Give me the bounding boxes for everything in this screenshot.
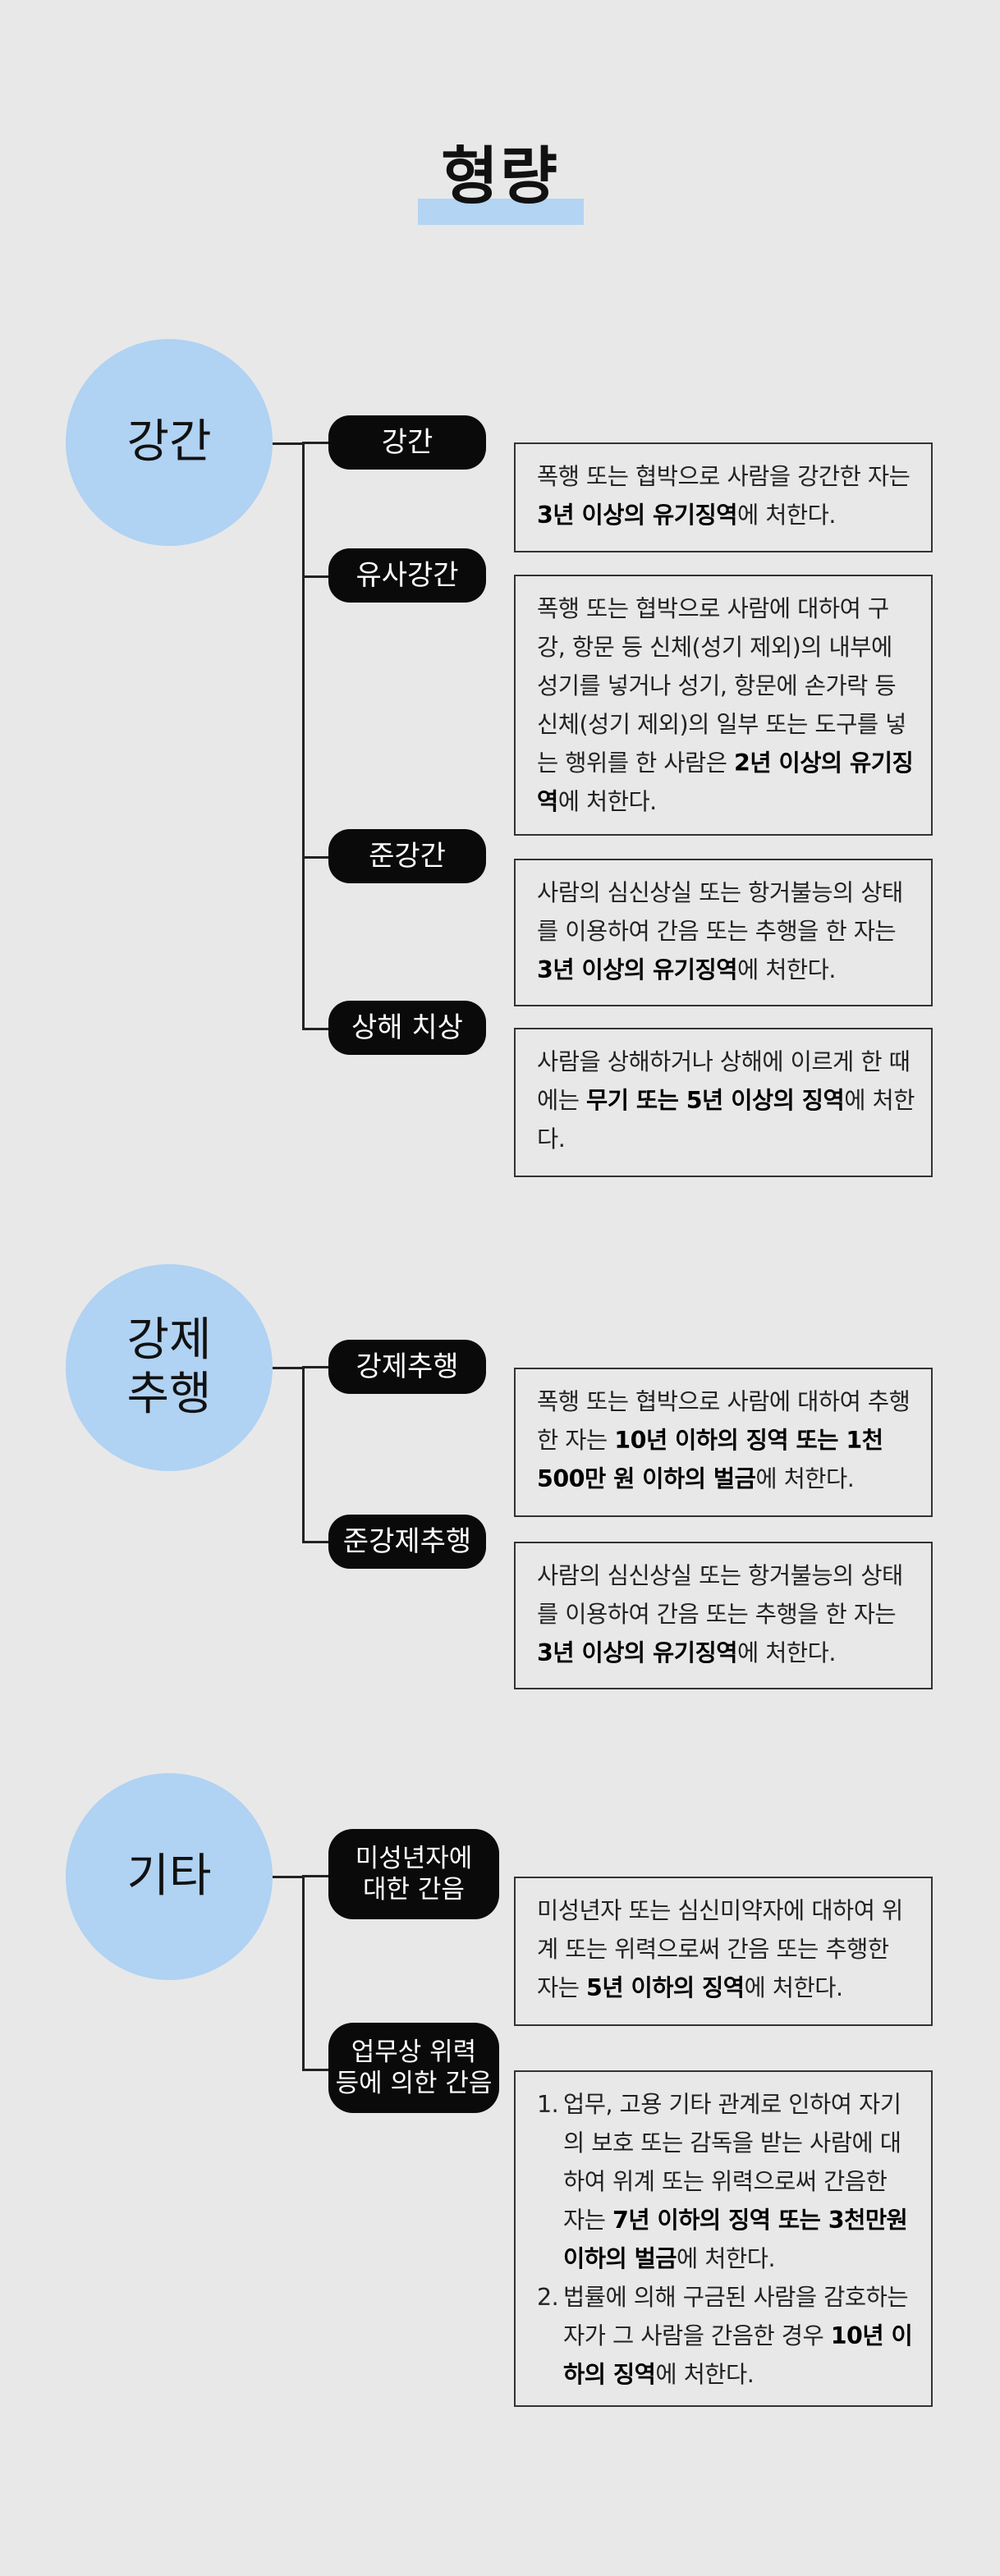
penalty-text: 사람을 상해하거나 상해에 이르게 한 때에는 xyxy=(537,1048,911,1114)
connector xyxy=(302,1876,305,2071)
connector xyxy=(273,1876,304,1878)
offense-pill: 상해 치상 xyxy=(328,1001,486,1055)
connector xyxy=(302,442,305,1029)
penalty-text: 에 처한다. xyxy=(677,2245,776,2272)
connector xyxy=(302,1366,330,1368)
penalty-emphasis: 3년 이상의 유기징역 xyxy=(537,1639,737,1666)
offense-pill: 업무상 위력 등에 의한 간음 xyxy=(328,2023,499,2113)
category-label: 강간 xyxy=(126,415,212,469)
list-body: 법률에 의해 구금된 사람을 감호하는 자가 그 사람을 간음한 경우 10년 … xyxy=(563,2278,915,2394)
category-circle-indecent-assault: 강제 추행 xyxy=(66,1264,273,1471)
title-highlight xyxy=(418,199,584,225)
penalty-text: 에 처한다. xyxy=(755,1465,855,1492)
connector xyxy=(302,1875,330,1877)
penalty-emphasis: 3년 이상의 유기징역 xyxy=(537,956,737,983)
penalty-box: 폭행 또는 협박으로 사람에 대하여 추행한 자는 10년 이하의 징역 또는 … xyxy=(514,1368,933,1517)
penalty-text: 에 처한다. xyxy=(736,956,837,983)
penalty-box: 사람의 심신상실 또는 항거불능의 상태를 이용하여 간음 또는 추행을 한 자… xyxy=(514,1542,933,1689)
penalty-emphasis: 10년 이하의 징역 또는 1천500만 원 이하의 벌금 xyxy=(537,1427,883,1492)
connector xyxy=(302,1367,305,1543)
connector xyxy=(273,1367,304,1369)
penalty-box: 폭행 또는 협박으로 사람을 강간한 자는 3년 이상의 유기징역에 처한다. xyxy=(514,442,933,552)
penalty-text: 에 처한다. xyxy=(655,2361,755,2388)
connector xyxy=(302,1028,330,1030)
penalty-list-item: 1.업무, 고용 기타 관계로 인하여 자기의 보호 또는 감독을 받는 사람에… xyxy=(537,2085,915,2278)
offense-pill: 유사강간 xyxy=(328,548,486,603)
penalty-text: 사람의 심신상실 또는 항거불능의 상태를 이용하여 간음 또는 추행을 한 자… xyxy=(537,879,903,945)
connector xyxy=(302,856,330,859)
penalty-emphasis: 7년 이하의 징역 또는 3천만원 이하의 벌금 xyxy=(563,2207,908,2272)
penalty-text: 폭행 또는 협박으로 사람에 대하여 구강, 항문 등 신체(성기 제외)의 내… xyxy=(537,595,906,777)
list-number: 2. xyxy=(537,2284,559,2311)
offense-pill: 강제추행 xyxy=(328,1340,486,1394)
offense-pill: 준강간 xyxy=(328,829,486,883)
offense-pill: 미성년자에 대한 간음 xyxy=(328,1829,499,1919)
offense-pill: 강간 xyxy=(328,415,486,470)
penalty-box: 사람의 심신상실 또는 항거불능의 상태를 이용하여 간음 또는 추행을 한 자… xyxy=(514,859,933,1006)
connector xyxy=(273,442,304,445)
penalty-emphasis: 5년 이하의 징역 xyxy=(586,1974,745,2001)
category-label: 강제 추행 xyxy=(126,1313,212,1421)
penalty-box: 미성년자 또는 심신미약자에 대하여 위계 또는 위력으로써 간음 또는 추행한… xyxy=(514,1877,933,2026)
category-circle-rape: 강간 xyxy=(66,339,273,546)
penalty-box: 1.업무, 고용 기타 관계로 인하여 자기의 보호 또는 감독을 받는 사람에… xyxy=(514,2070,933,2407)
penalty-box: 폭행 또는 협박으로 사람에 대하여 구강, 항문 등 신체(성기 제외)의 내… xyxy=(514,575,933,836)
page-header: 형량 xyxy=(0,140,1000,213)
penalty-text: 폭행 또는 협박으로 사람을 강간한 자는 xyxy=(537,463,911,490)
penalty-text: 에 처한다. xyxy=(744,1974,844,2001)
penalty-box: 사람을 상해하거나 상해에 이르게 한 때에는 무기 또는 5년 이상의 징역에… xyxy=(514,1028,933,1177)
page-title: 형량 xyxy=(441,140,559,213)
penalty-text: 사람의 심신상실 또는 항거불능의 상태를 이용하여 간음 또는 추행을 한 자… xyxy=(537,1562,903,1628)
connector xyxy=(302,1541,330,1543)
category-label: 기타 xyxy=(126,1849,212,1903)
penalty-emphasis: 10년 이하의 징역 xyxy=(563,2322,913,2388)
list-body: 업무, 고용 기타 관계로 인하여 자기의 보호 또는 감독을 받는 사람에 대… xyxy=(563,2085,915,2278)
penalty-emphasis: 무기 또는 5년 이상의 징역 xyxy=(586,1087,845,1114)
penalty-text: 미성년자 또는 심신미약자에 대하여 위계 또는 위력으로써 간음 또는 추행한… xyxy=(537,1897,903,2001)
penalty-text: 폭행 또는 협박으로 사람에 대하여 추행한 자는 xyxy=(537,1388,911,1454)
penalty-text: 에 처한다. xyxy=(736,1639,837,1666)
penalty-text: 업무, 고용 기타 관계로 인하여 자기의 보호 또는 감독을 받는 사람에 대… xyxy=(563,2091,901,2234)
penalty-emphasis: 2년 이상의 유기징역 xyxy=(537,749,914,815)
connector xyxy=(302,575,330,578)
penalty-emphasis: 3년 이상의 유기징역 xyxy=(537,502,737,529)
connector xyxy=(302,442,330,444)
category-circle-other: 기타 xyxy=(66,1773,273,1980)
penalty-text: 에 처한다. xyxy=(537,1087,915,1153)
connector xyxy=(302,2069,330,2071)
list-number: 1. xyxy=(537,2091,559,2118)
penalty-list-item: 2.법률에 의해 구금된 사람을 감호하는 자가 그 사람을 간음한 경우 10… xyxy=(537,2278,915,2394)
penalty-text: 법률에 의해 구금된 사람을 감호하는 자가 그 사람을 간음한 경우 xyxy=(563,2284,909,2349)
penalty-text: 에 처한다. xyxy=(736,502,837,529)
penalty-text: 에 처한다. xyxy=(557,788,658,815)
offense-pill: 준강제추행 xyxy=(328,1515,486,1569)
